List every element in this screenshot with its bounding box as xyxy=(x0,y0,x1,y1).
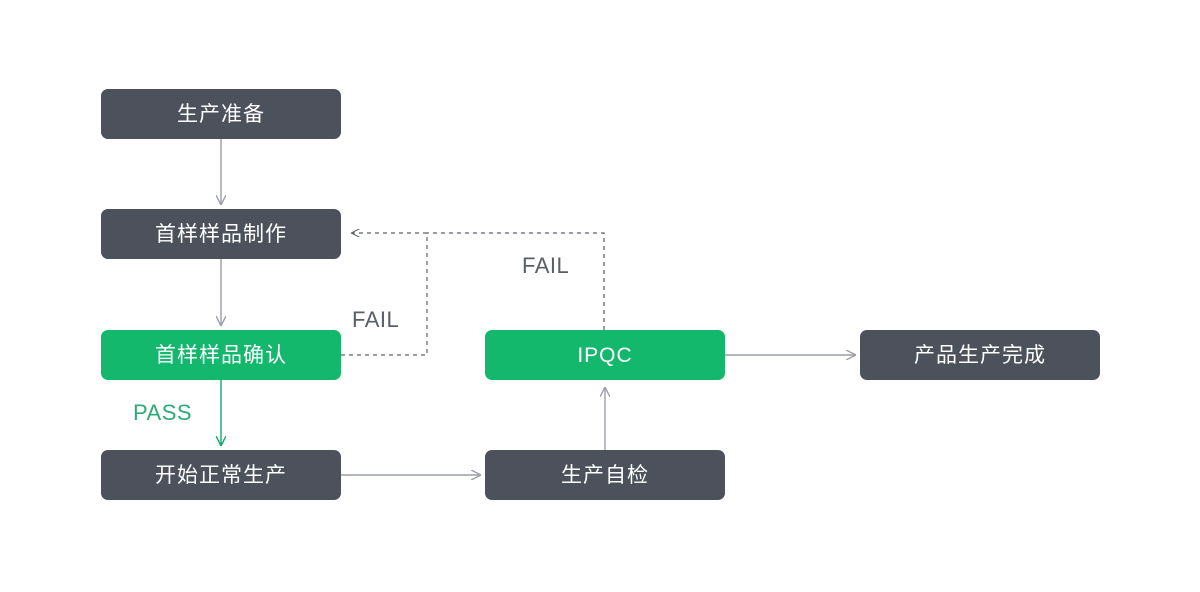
node-first-sample-confirmation[interactable]: 首样样品确认 xyxy=(101,330,341,380)
edge-label-fail-confirm: FAIL xyxy=(352,307,400,332)
node-product-production-complete[interactable]: 产品生产完成 xyxy=(860,330,1100,380)
edge-ipqc-fail xyxy=(427,232,605,330)
node-label: 产品生产完成 xyxy=(914,343,1046,367)
node-start-normal-production[interactable]: 开始正常生产 xyxy=(101,450,341,500)
edge-label-pass: PASS xyxy=(133,400,193,425)
node-production-self-check[interactable]: 生产自检 xyxy=(485,450,725,500)
node-first-sample-making[interactable]: 首样样品制作 xyxy=(101,209,341,259)
edge-confirm-fail xyxy=(341,233,428,356)
node-label: 生产自检 xyxy=(561,463,649,487)
node-label: 开始正常生产 xyxy=(155,463,287,487)
node-label: 首样样品制作 xyxy=(155,222,287,246)
node-ipqc[interactable]: IPQC xyxy=(485,330,725,380)
node-label: 首样样品确认 xyxy=(155,343,287,367)
edge-label-fail-ipqc: FAIL xyxy=(522,253,570,278)
node-label: IPQC xyxy=(577,343,633,367)
node-label: 生产准备 xyxy=(177,102,265,126)
node-production-preparation[interactable]: 生产准备 xyxy=(101,89,341,139)
